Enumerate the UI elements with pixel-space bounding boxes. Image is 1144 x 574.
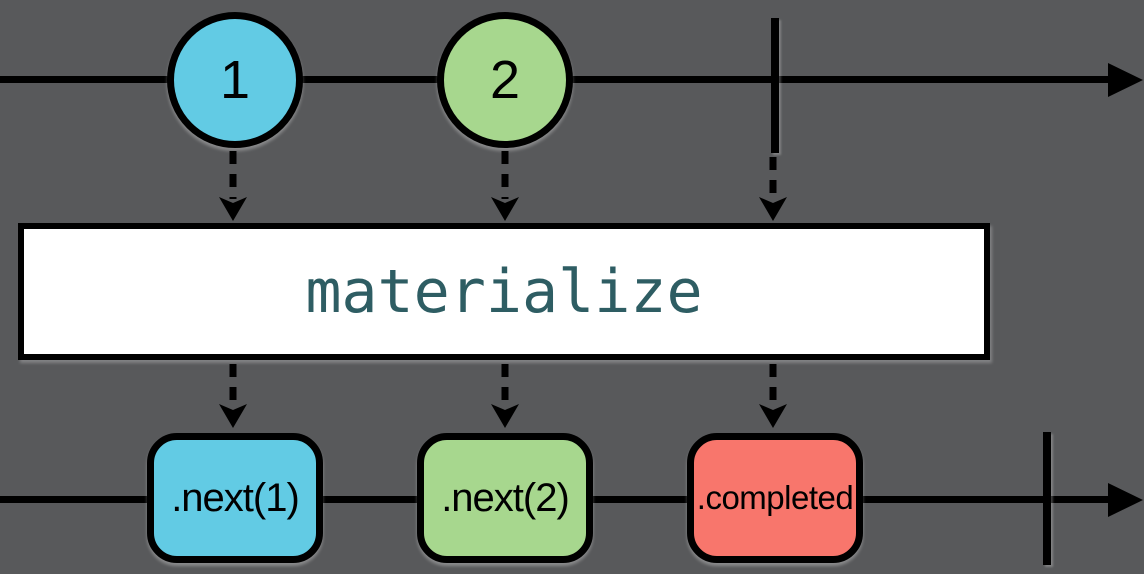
source-event-next-1-label: 1 — [219, 50, 251, 110]
output-timeline-arrowhead-icon — [1108, 483, 1143, 517]
output-event-next-2: .next(2) — [417, 433, 593, 563]
output-completed-bar — [1043, 432, 1051, 565]
source-event-next-2-label: 2 — [489, 50, 521, 110]
operator-box: materialize — [18, 223, 990, 360]
source-event-next-1: 1 — [167, 12, 303, 148]
source-timeline-arrowhead-icon — [1108, 63, 1143, 97]
dashed-arrow-down-icon — [759, 157, 787, 221]
dashed-arrow-down-icon — [491, 364, 519, 428]
output-event-next-1-label: .next(1) — [171, 475, 300, 520]
output-event-next-1: .next(1) — [147, 433, 323, 563]
output-event-completed-label: .completed — [696, 479, 854, 516]
dashed-arrow-down-icon — [491, 151, 519, 221]
dashed-arrow-down-icon — [219, 151, 247, 221]
output-event-completed: .completed — [687, 433, 863, 563]
source-event-next-2: 2 — [437, 12, 573, 148]
source-completed-bar — [771, 18, 779, 153]
output-event-next-2-label: .next(2) — [441, 475, 570, 520]
operator-label: materialize — [305, 256, 703, 327]
dashed-arrow-down-icon — [759, 364, 787, 428]
dashed-arrow-down-icon — [219, 364, 247, 428]
